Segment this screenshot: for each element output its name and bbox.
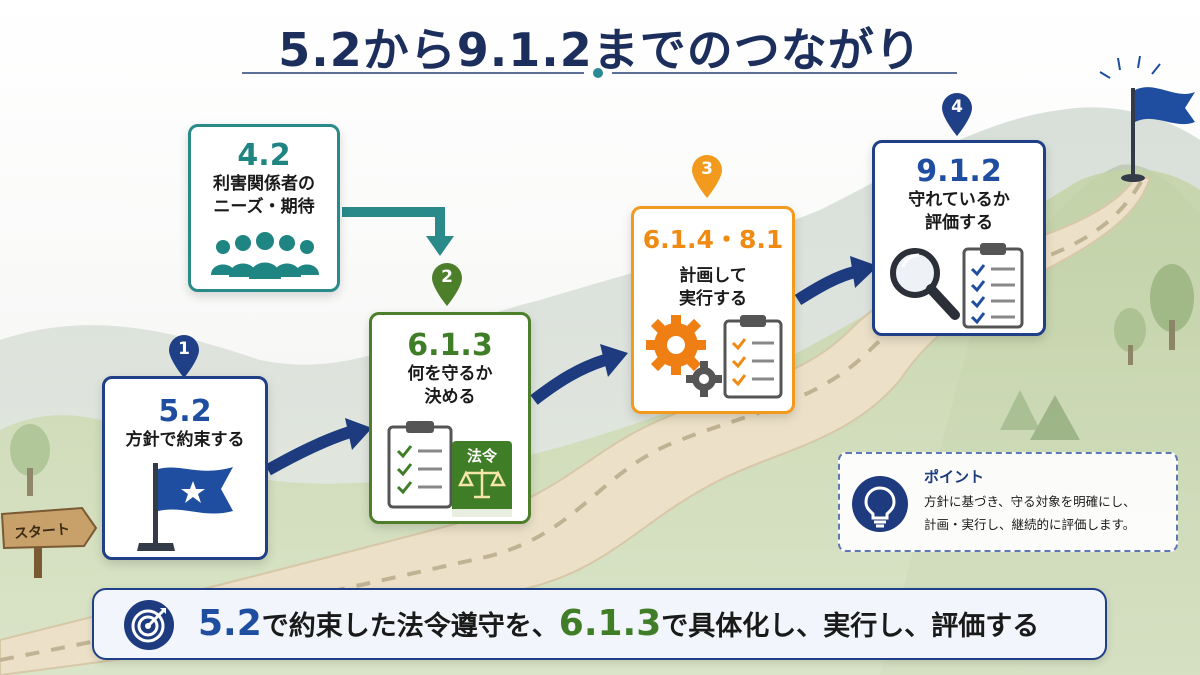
step-text-line2: 実行する (679, 289, 747, 309)
target-icon (124, 600, 174, 650)
step-card-6-1-4-8-1: 6.1.4・8.1 計画して 実行する (631, 206, 795, 414)
lightbulb-icon (852, 476, 908, 532)
step-pin-1 (169, 335, 199, 378)
step-text-line2: 決める (424, 387, 476, 407)
point-line1: 方針に基づき、守る対象を明確にし、 (924, 494, 1136, 509)
law-book-icon (452, 441, 512, 517)
arrow-2-to-3-head (600, 344, 628, 377)
summary-text: 5.2で約束した法令遵守を、6.1.3で具体化し、実行し、評価する (198, 602, 1039, 649)
step-text-line2: 評価する (925, 213, 993, 233)
input-connector-arrow-head (426, 236, 454, 256)
flag-icon (137, 463, 233, 551)
step-number: 6.1.4・8.1 (642, 225, 784, 254)
step-text-line1: 利害関係者の (213, 174, 315, 194)
arrow-3-to-4-head (850, 256, 878, 288)
summary-num-1: 5.2 (198, 603, 262, 644)
title-rule-left (242, 72, 584, 74)
point-body: 方針に基づき、守る対象を明確にし、 計画・実行し、継続的に評価します。 (924, 490, 1176, 536)
checklist-icon (962, 243, 1024, 329)
arrow-3-to-4 (794, 266, 857, 306)
tree-left (10, 424, 50, 496)
step-badge-3: 3 (701, 159, 713, 179)
summit-flag-icon (1099, 55, 1195, 182)
start-signpost-icon (0, 506, 98, 578)
point-line2: 計画・実行し、継続的に評価します。 (924, 517, 1136, 532)
step-number: 4.2 (237, 138, 291, 173)
step-badge-1: 1 (178, 339, 190, 359)
summary-num-2: 6.1.3 (558, 603, 662, 644)
step-card-9-1-2: 9.1.2 守れているか 評価する (872, 140, 1046, 336)
step-badge-2: 2 (441, 267, 453, 287)
summary-text-1: で約束した法令遵守を、 (261, 611, 559, 642)
magnifier-icon (890, 248, 960, 320)
gears-icon (646, 315, 722, 397)
step-text-line1: 守れているか (908, 190, 1010, 210)
people-group-icon (211, 232, 319, 279)
step-card-5-2: 5.2 方針で約束する (102, 376, 268, 560)
step-number: 9.1.2 (916, 154, 1002, 189)
title-rule-right (612, 72, 957, 74)
step-pin-4 (942, 93, 972, 136)
step-text-line1: 計画して (679, 266, 747, 286)
step-text-line2: ニーズ・期待 (213, 197, 315, 217)
step-badge-4: 4 (951, 97, 963, 117)
summary-banner: 5.2で約束した法令遵守を、6.1.3で具体化し、実行し、評価する (92, 588, 1107, 660)
arrow-1-to-2-head (345, 418, 372, 450)
tree-group-right (1000, 264, 1194, 440)
step-text-line1: 何を守るか (407, 364, 493, 384)
law-book-label: 法令 (466, 447, 497, 465)
checklist-icon (387, 421, 453, 509)
point-callout: ポイント 方針に基づき、守る対象を明確にし、 計画・実行し、継続的に評価します。 (838, 452, 1178, 552)
summary-text-2: で具体化し、実行し、評価する (661, 611, 1040, 642)
step-number: 5.2 (158, 394, 212, 429)
step-pin-2 (432, 263, 462, 306)
checklist-icon (723, 315, 783, 399)
step-pin-3 (692, 155, 722, 198)
arrow-1-to-2 (265, 426, 352, 476)
arrow-2-to-3 (530, 354, 607, 405)
input-connector-arrow (342, 207, 445, 240)
title-rule-dot (593, 68, 603, 78)
step-card-4-2: 4.2 利害関係者の ニーズ・期待 (188, 124, 340, 292)
point-title: ポイント (924, 468, 985, 486)
step-card-6-1-3: 6.1.3 何を守るか 決める 法令 (369, 312, 531, 524)
step-text: 方針で約束する (125, 430, 245, 450)
step-number: 6.1.3 (407, 328, 493, 363)
